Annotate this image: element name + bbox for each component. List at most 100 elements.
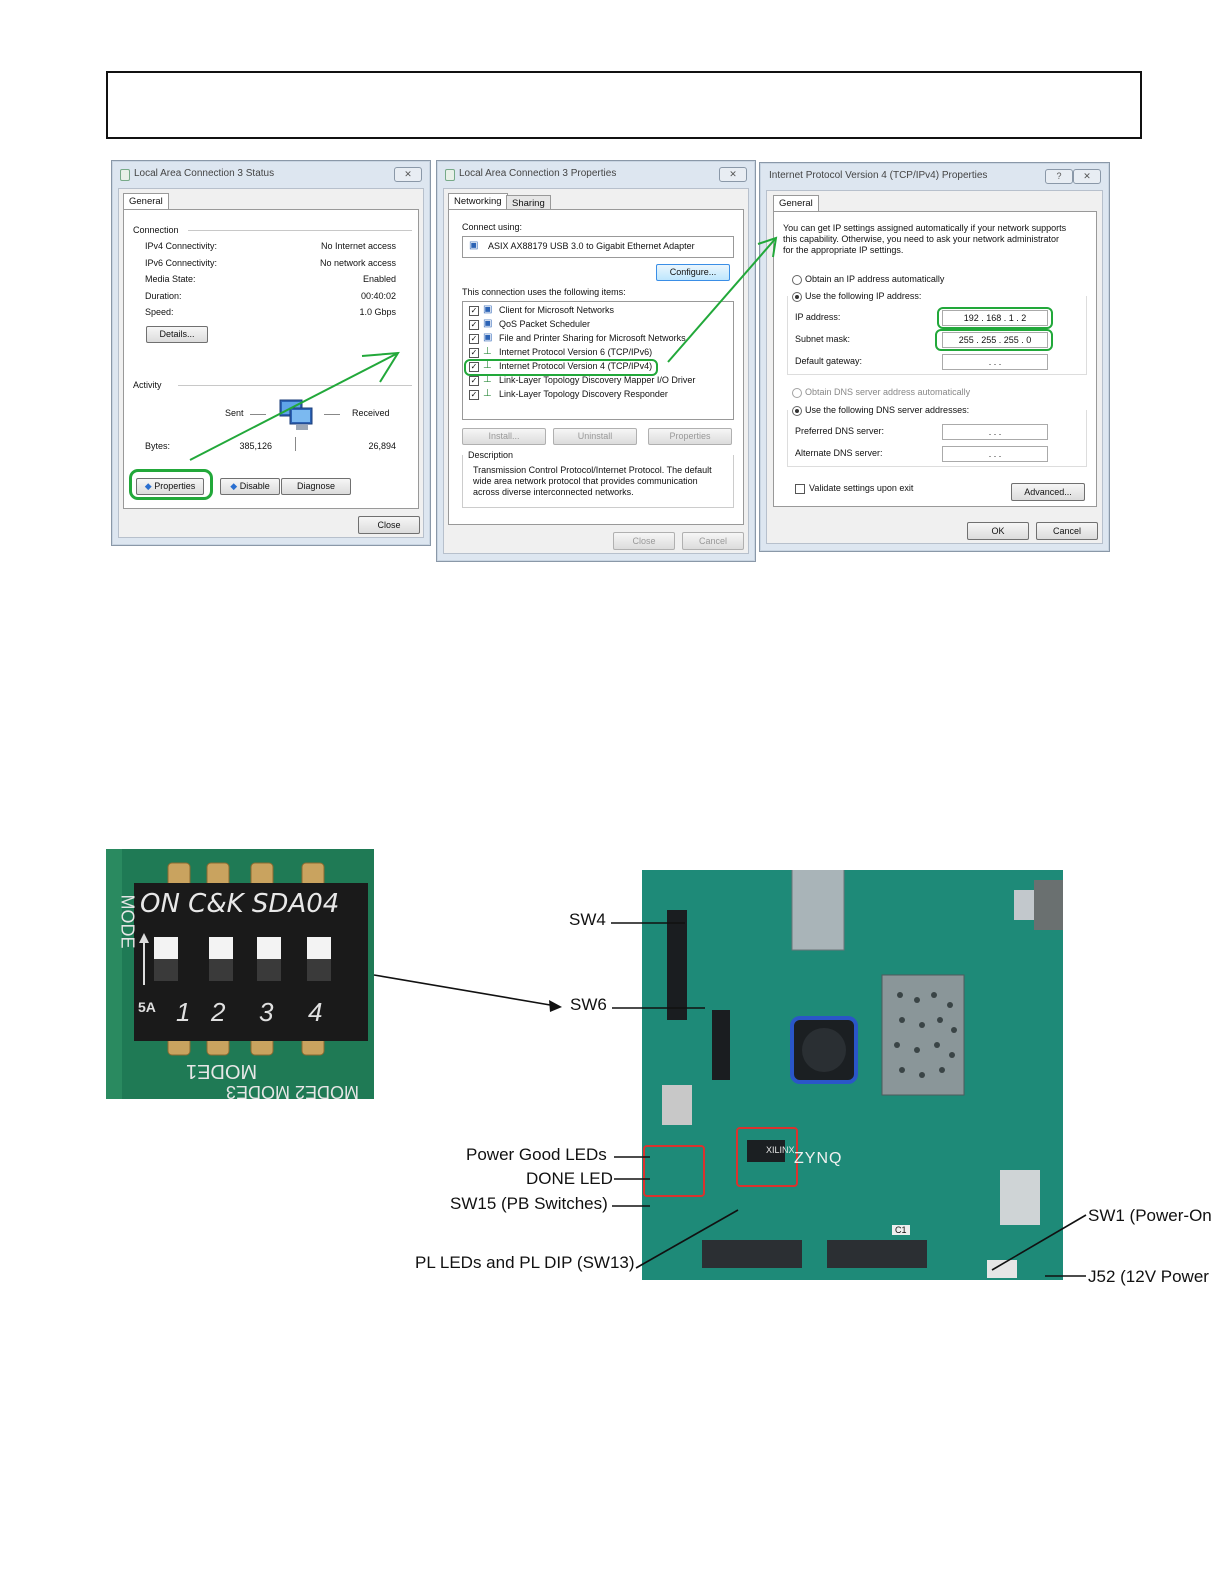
general-panel: Connection IPv4 Connectivity: No Interne… <box>123 209 419 509</box>
list-item[interactable]: QoS Packet Scheduler <box>499 319 591 329</box>
item-checkbox[interactable]: ✓ <box>469 334 479 344</box>
alternate-dns-label: Alternate DNS server: <box>795 448 883 458</box>
computers-icon <box>279 399 313 430</box>
row-label: IPv4 Connectivity: <box>145 241 218 251</box>
ipv4-window-title: Internet Protocol Version 4 (TCP/IPv4) P… <box>769 170 988 181</box>
close-button[interactable]: Close <box>358 516 420 534</box>
properties-button-label: Properties <box>154 481 196 491</box>
close-button[interactable]: Close <box>613 532 675 550</box>
caption-box <box>106 71 1142 139</box>
description-box <box>462 455 734 508</box>
validate-label: Validate settings upon exit <box>809 483 914 493</box>
ipv4-window: Internet Protocol Version 4 (TCP/IPv4) P… <box>759 162 1110 552</box>
tab-general[interactable]: General <box>123 193 169 209</box>
item-checkbox[interactable]: ✓ <box>469 348 479 358</box>
close-x-button[interactable]: ✕ <box>1073 169 1101 184</box>
network-icon <box>120 169 130 181</box>
status-window-client: General Connection IPv4 Connectivity: No… <box>118 188 424 538</box>
workflow-arrows <box>189 236 778 461</box>
ip-highlight <box>937 307 1053 329</box>
diagnose-button[interactable]: Diagnose <box>281 478 351 495</box>
properties-button[interactable]: ◆ Properties <box>136 478 204 495</box>
list-item[interactable]: Internet Protocol Version 4 (TCP/IPv4) <box>499 361 653 371</box>
properties-window-titlebar: Local Area Connection 3 Properties ✕ <box>437 161 755 187</box>
item-checkbox[interactable]: ✓ <box>469 376 479 386</box>
dip-brand-text: ON C&K SDA04 <box>140 889 340 919</box>
help-button[interactable]: ? <box>1045 169 1073 184</box>
ip-address-label: IP address: <box>795 312 841 322</box>
dip-switch-number: 2 <box>211 997 226 1027</box>
validate-checkbox[interactable] <box>795 484 805 494</box>
alternate-dns-field[interactable]: . . . <box>942 446 1048 462</box>
cancel-button[interactable]: Cancel <box>682 532 744 550</box>
ip-group-box <box>787 296 1087 375</box>
close-x-button[interactable]: ✕ <box>719 167 747 182</box>
intro-text: You can get IP settings assigned automat… <box>783 223 1067 233</box>
list-item[interactable]: File and Printer Sharing for Microsoft N… <box>499 333 686 343</box>
protocol-icon: ⊥ <box>483 388 492 399</box>
properties-window-client: Networking Sharing Connect using: ▣ ASIX… <box>443 188 749 554</box>
list-item[interactable]: Link-Layer Topology Discovery Responder <box>499 389 668 399</box>
intro-text: for the appropriate IP settings. <box>783 245 904 255</box>
dip-switch-number: 1 <box>176 997 191 1027</box>
row-label: Media State: <box>145 274 196 284</box>
uninstall-button[interactable]: Uninstall <box>553 428 637 445</box>
item-checkbox[interactable]: ✓ <box>469 306 479 316</box>
list-item[interactable]: Link-Layer Topology Discovery Mapper I/O… <box>499 375 696 385</box>
properties-window-title: Local Area Connection 3 Properties <box>459 168 617 179</box>
subnet-mask-field[interactable]: 255 . 255 . 255 . 0 <box>942 332 1048 348</box>
install-button[interactable]: Install... <box>462 428 546 445</box>
item-checkbox[interactable]: ✓ <box>469 390 479 400</box>
default-gateway-field[interactable]: . . . <box>942 354 1048 370</box>
dns-group-box <box>787 410 1087 467</box>
ipv4-general-panel: You can get IP settings assigned automat… <box>773 211 1097 507</box>
activity-heading: Activity <box>133 380 162 390</box>
dip-switch-photo: ON C&K SDA04 5A 1 2 3 4 MODE1 MODE2 MODE… <box>106 849 374 1099</box>
description-text: across diverse interconnected networks. <box>473 487 634 497</box>
connect-using-label: Connect using: <box>462 222 523 232</box>
row-value: 1.0 Gbps <box>359 307 396 317</box>
preferred-dns-field[interactable]: . . . <box>942 424 1048 440</box>
use-dns-radio[interactable] <box>792 406 802 416</box>
item-properties-button[interactable]: Properties <box>648 428 732 445</box>
label-j52: J52 (12V Power <box>1088 1267 1209 1286</box>
divider <box>178 385 412 386</box>
obtain-ip-auto-radio[interactable] <box>792 275 802 285</box>
label-pl-leds: PL LEDs and PL DIP (SW13) <box>415 1253 635 1272</box>
tab-general[interactable]: General <box>773 195 819 211</box>
description-text: Transmission Control Protocol/Internet P… <box>473 465 712 475</box>
dip-switch-number: 4 <box>308 997 323 1027</box>
received-line <box>324 414 340 415</box>
row-label: Duration: <box>145 291 182 301</box>
obtain-dns-auto-label: Obtain DNS server address automatically <box>805 387 971 397</box>
connection-heading: Connection <box>133 225 179 235</box>
protocol-icon: ⊥ <box>483 346 492 357</box>
scheduler-icon: ▣ <box>483 318 493 329</box>
list-item[interactable]: Internet Protocol Version 6 (TCP/IPv6) <box>499 347 653 357</box>
obtain-dns-auto-radio[interactable] <box>792 388 802 398</box>
ip-address-field[interactable]: 192 . 168 . 1 . 2 <box>942 310 1048 326</box>
advanced-button[interactable]: Advanced... <box>1011 483 1085 501</box>
details-button[interactable]: Details... <box>146 326 208 343</box>
item-checkbox[interactable]: ✓ <box>469 362 479 372</box>
close-x-button[interactable]: ✕ <box>394 167 422 182</box>
configure-button[interactable]: Configure... <box>656 264 730 281</box>
item-checkbox[interactable]: ✓ <box>469 320 479 330</box>
tab-sharing[interactable]: Sharing <box>506 195 551 211</box>
label-done-led: DONE LED <box>526 1169 613 1188</box>
list-item[interactable]: Client for Microsoft Networks <box>499 305 615 315</box>
properties-button-highlight <box>129 469 213 500</box>
disable-button[interactable]: ◆ Disable <box>220 478 280 495</box>
board-photo: XILINX ZYNQ C1 <box>642 870 1063 1280</box>
status-window-title: Local Area Connection 3 Status <box>134 168 275 179</box>
label-sw15: SW15 (PB Switches) <box>450 1194 608 1213</box>
dip-switch-number: 3 <box>259 997 274 1027</box>
bytes-sent: 385,126 <box>239 441 272 451</box>
callout-lines <box>373 922 1087 1277</box>
cancel-button[interactable]: Cancel <box>1036 522 1098 540</box>
ok-button[interactable]: OK <box>967 522 1029 540</box>
protocol-icon: ⊥ <box>483 374 492 385</box>
use-following-ip-radio[interactable] <box>792 292 802 302</box>
sent-line <box>250 414 266 415</box>
bytes-received: 26,894 <box>368 441 396 451</box>
